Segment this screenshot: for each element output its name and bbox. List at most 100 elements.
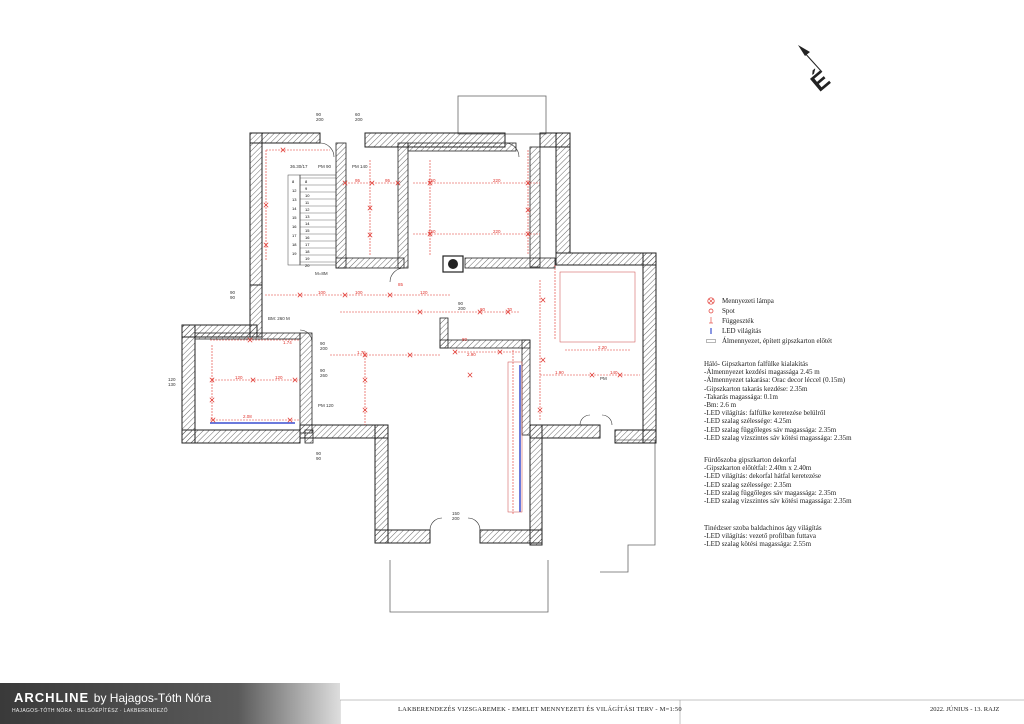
ceiling-lamp-marker (287, 417, 293, 423)
notes-line: -LED szalag vízszintes sáv kötési magass… (704, 496, 852, 505)
drywall-frames (507, 271, 636, 513)
ceiling-lamp-marker (417, 309, 423, 315)
ceiling-lamp-marker (209, 397, 215, 403)
legend-item-pendant: Függeszték (706, 316, 832, 326)
legend: Mennyezeti lámpa Spot Függeszték LED vil… (706, 296, 832, 346)
svg-text:150: 150 (428, 229, 436, 234)
logo-subtitle: HAJAGOS-TÓTH NÓRA · BELSŐÉPÍTÉSZ · LAKBE… (12, 708, 168, 714)
legend-label: Álmennyezet, épített gipszkarton előtét (722, 337, 833, 345)
svg-text:220: 220 (493, 229, 501, 234)
stair-number: 13 (305, 214, 310, 219)
legend-label: LED világítás (722, 327, 762, 335)
notes-line: -Álmennyezet takarása: Orac decor léccel… (704, 376, 846, 385)
ceiling-lamp-marker (467, 372, 473, 378)
svg-text:60: 60 (355, 112, 361, 117)
ceiling-lamp-marker (589, 372, 595, 378)
svg-text:260: 260 (320, 373, 328, 378)
svg-text:95: 95 (385, 178, 391, 183)
svg-text:120: 120 (168, 377, 176, 382)
svg-text:120: 120 (420, 290, 428, 295)
ceiling-lamp-icon (707, 297, 715, 305)
legend-item-spot: Spot (706, 306, 832, 316)
notes-title: Háló- Gipszkarton falfülke kialakítás (704, 360, 808, 368)
stair-number: 14 (305, 221, 310, 226)
ceiling-lamp-marker (525, 231, 531, 237)
ceiling-lamp-marker (367, 205, 373, 211)
ceiling-lamp-marker (427, 180, 433, 186)
ceiling-lamp-marker (477, 309, 483, 315)
ceiling-lamp-marker (505, 309, 511, 315)
stair-number-left: 16 (292, 224, 297, 229)
ceiling-lamp-marker (427, 231, 433, 237)
doors (299, 142, 613, 531)
stair-number: 17 (305, 242, 310, 247)
ceiling-lamp-marker (362, 407, 368, 413)
exterior-walls (181, 132, 657, 546)
svg-text:90: 90 (316, 112, 322, 117)
logo-author: by Hajagos-Tóth Nóra (93, 691, 212, 705)
logo-wordmark: ARCHLINE (14, 690, 90, 705)
stair-number: 19 (305, 256, 310, 261)
stair-number-left: 14 (292, 206, 297, 211)
title-block-lines (339, 699, 1024, 724)
legend-item-led: LED világítás (706, 326, 832, 336)
logo-banner (0, 683, 340, 724)
chimney (442, 255, 464, 273)
notes-teen-room: Tinédzser szoba baldachinos ágy világítá… (704, 524, 822, 549)
svg-text:2.90: 2.90 (467, 352, 476, 357)
notes-line: -LED világítás: falfülke keretezése belü… (704, 409, 826, 418)
ceiling-lamp-marker (209, 377, 215, 383)
ceiling-lamp-marker (292, 377, 298, 383)
notes-title: Tinédzser szoba baldachinos ágy világítá… (704, 524, 822, 532)
ceiling-lamp-marker (497, 349, 503, 355)
legend-item-ceiling-lamp: Mennyezeti lámpa (706, 296, 832, 306)
svg-text:2.20: 2.20 (598, 345, 607, 350)
svg-text:1.74: 1.74 (283, 340, 292, 345)
svg-text:90: 90 (316, 456, 322, 461)
svg-text:90: 90 (230, 295, 236, 300)
notes-line: -LED szalag függőleges sáv magassága: 2.… (704, 425, 837, 434)
legend-label: Mennyezeti lámpa (722, 297, 774, 305)
stair-number: 12 (305, 207, 310, 212)
stair-number-left: 12 (292, 188, 297, 193)
ceiling-lamp-marker (210, 417, 216, 423)
ceiling-lamp-marker (297, 292, 303, 298)
ceiling-lamp-marker (525, 180, 531, 186)
svg-text:200: 200 (452, 516, 460, 521)
notes-title: Fürdőszoba gipszkarton dekorfal (704, 456, 797, 464)
ceiling-lamp-marker (617, 372, 623, 378)
pm90-label: PM 90 (318, 164, 332, 169)
svg-text:130: 130 (168, 382, 176, 387)
stair-number: 8 (305, 179, 308, 184)
pendant-icon (709, 317, 713, 324)
ceiling-lamp-marker (525, 207, 531, 213)
svg-text:PM: PM (600, 376, 607, 381)
ceiling-lamp-marker (362, 377, 368, 383)
stair-note: M=8M (315, 271, 328, 276)
notes-line: -Gipszkarton takarás kezdése: 2.35m (704, 384, 808, 393)
notes-line: -LED szalag szélessége: 4.25m (704, 417, 792, 426)
notes-line: -LED szalag kötési magassága: 2.55m (704, 540, 812, 549)
pm140-label: PM 140 (352, 164, 368, 169)
ceiling-lamp-marker (452, 349, 458, 355)
ceiling-lamp-marker (367, 232, 373, 238)
svg-text:1.90: 1.90 (555, 370, 564, 375)
spot-icon (708, 308, 714, 314)
svg-text:90: 90 (230, 290, 236, 295)
bm-label: BM: 260 M (268, 316, 290, 321)
stair-number: 10 (305, 193, 310, 198)
svg-text:200: 200 (320, 346, 328, 351)
notes-line: -LED szalag vízszintes sáv kötési magass… (704, 433, 852, 442)
stair-number: 11 (305, 200, 310, 205)
stair-treads: 8910111213141516171819208121314151617181… (292, 177, 336, 268)
ceiling-lamp-marker (342, 180, 348, 186)
notes-bathroom: Fürdőszoba gipszkarton dekorfal -Gipszka… (704, 456, 852, 505)
ceiling-lamp-marker (247, 337, 253, 343)
drawing-title: LAKBERENDEZÉS VIZSGAREMEK - EMELET MENNY… (398, 706, 682, 713)
north-arrow (798, 45, 823, 73)
pm120-label: PM 120 (318, 403, 334, 408)
stair-number: 15 (305, 228, 310, 233)
notes-line: -LED szalag függőleges sáv magassága: 2.… (704, 488, 837, 497)
ceiling-lamps (209, 147, 623, 423)
